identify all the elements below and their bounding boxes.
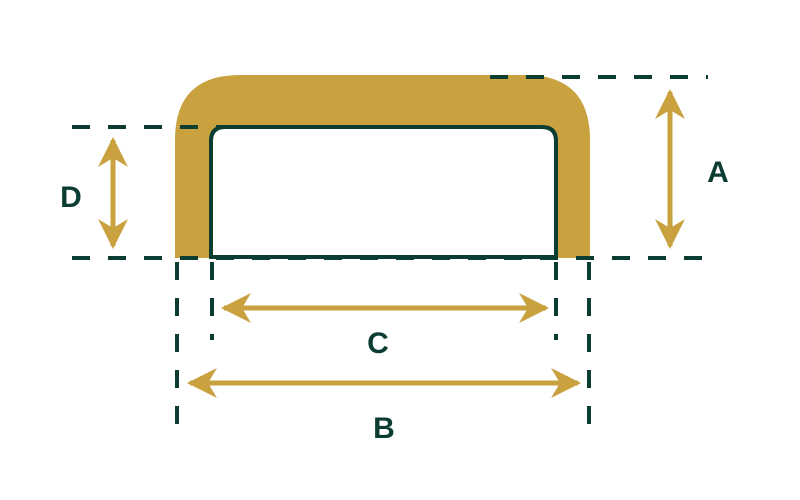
label-d: D	[60, 181, 82, 214]
dimension-arrows	[98, 89, 685, 398]
dimension-labels: A D C B	[60, 156, 729, 445]
label-c: C	[367, 327, 389, 360]
inner-opening	[209, 125, 558, 259]
extension-lines	[72, 75, 708, 425]
label-a: A	[707, 156, 729, 189]
profile-shape	[175, 75, 590, 259]
label-b: B	[373, 412, 395, 445]
